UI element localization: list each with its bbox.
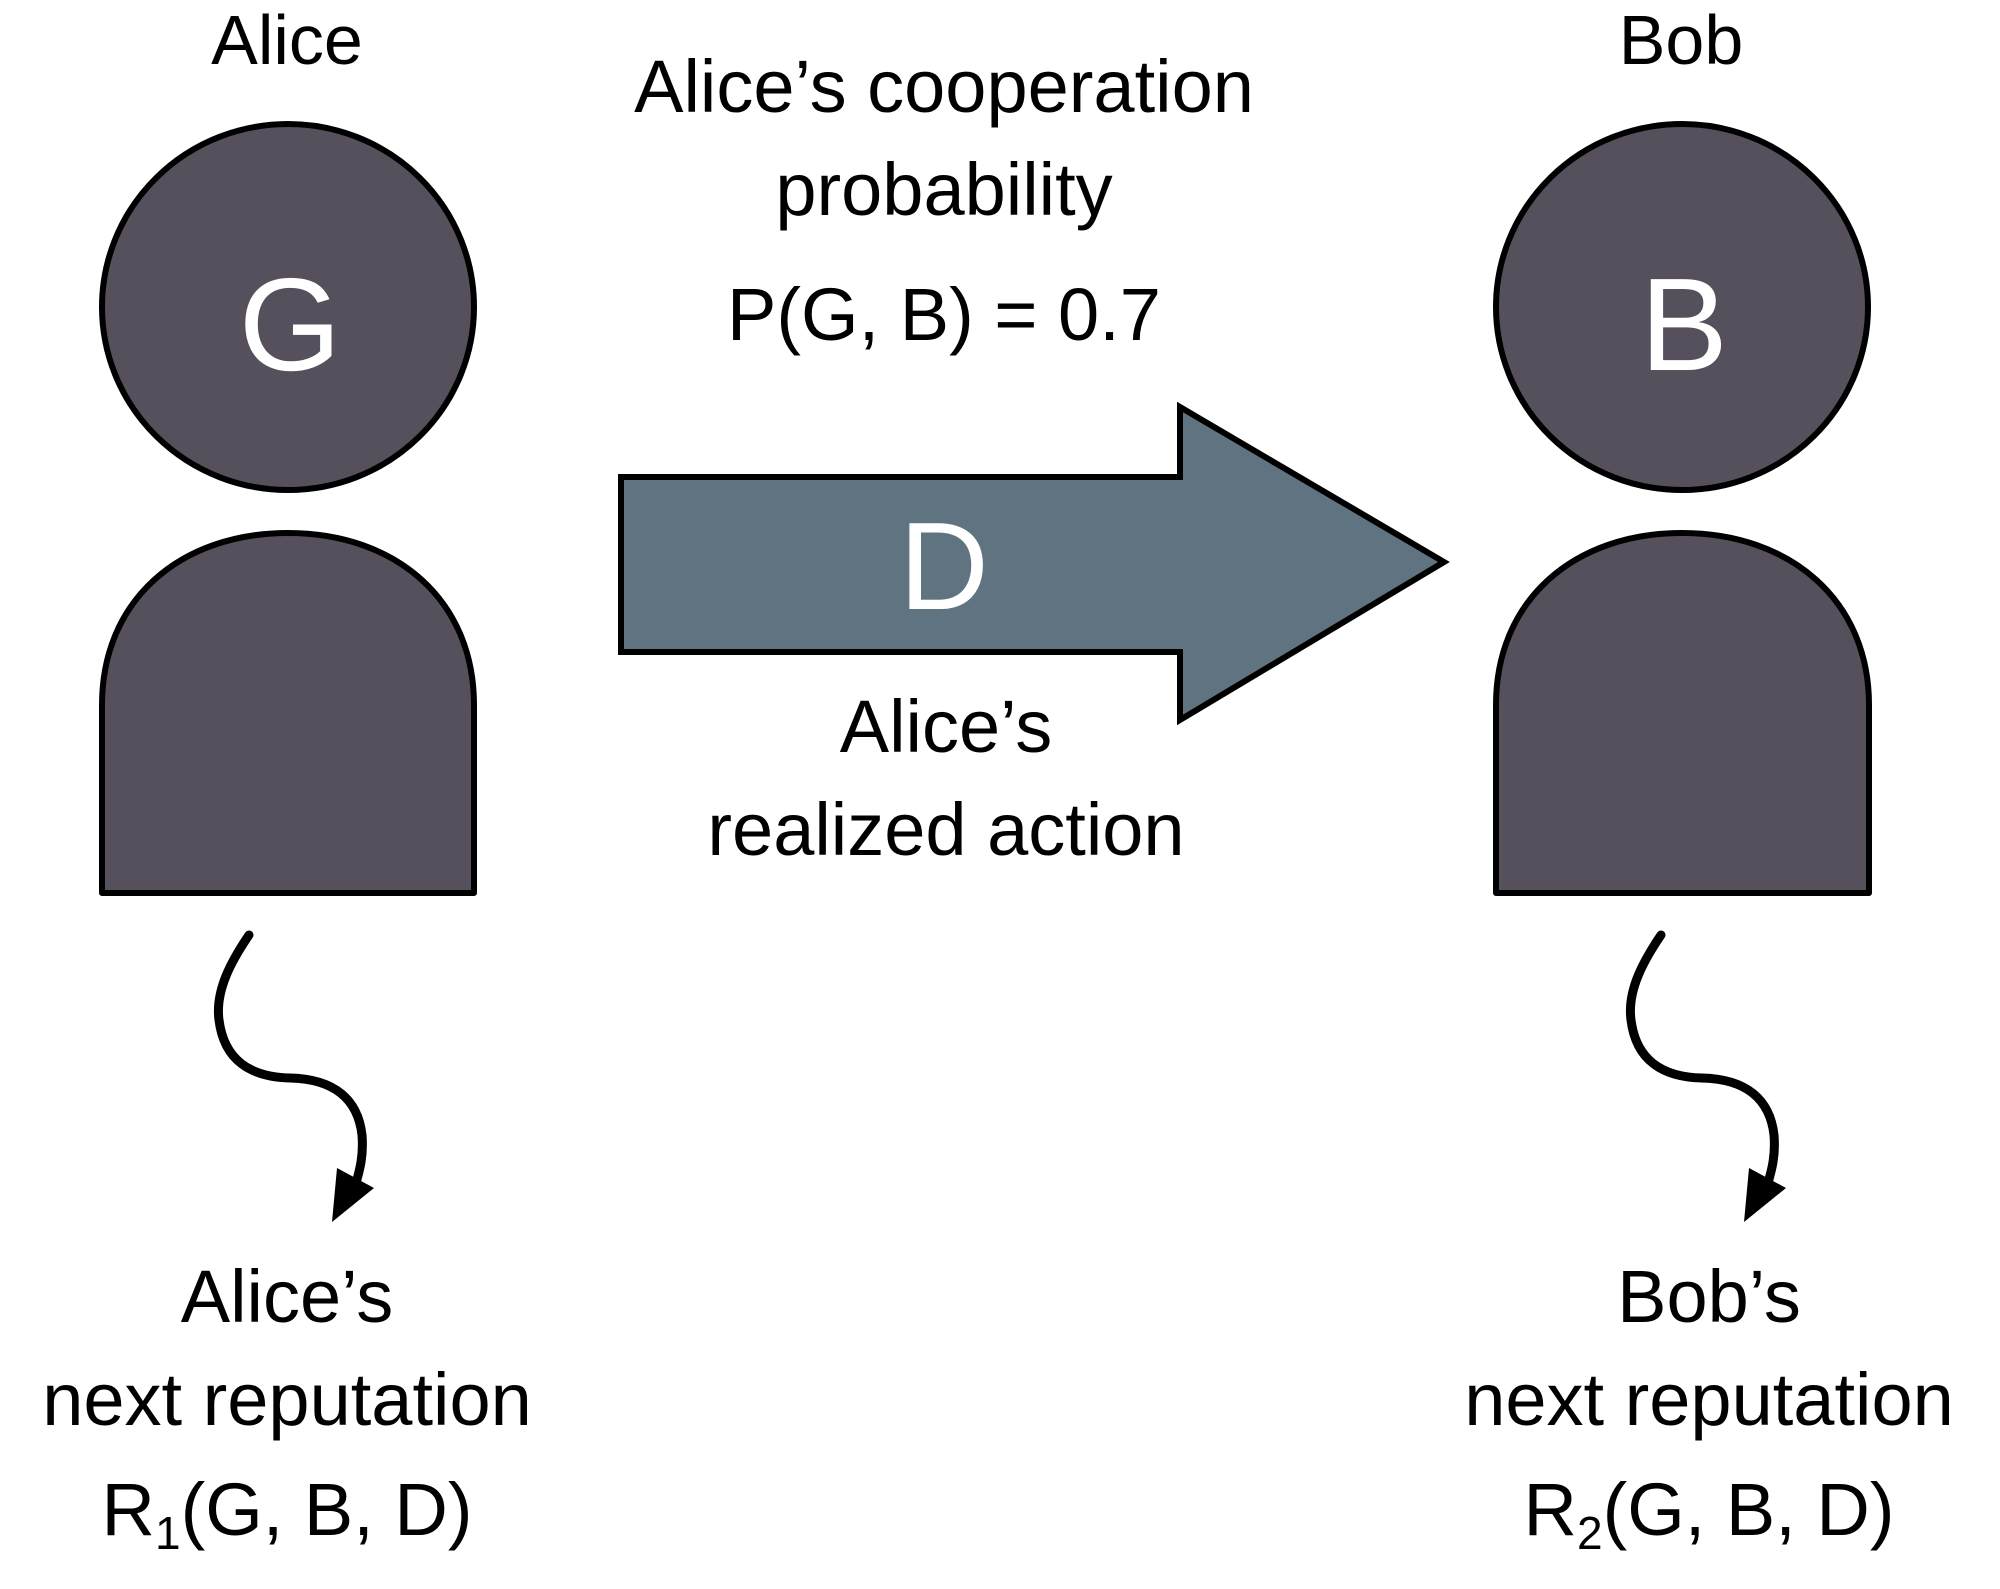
action-symbol: D <box>899 498 989 636</box>
bob-next-reputation: Bob’s next reputation R2(G, B, D) <box>1464 1255 1954 1559</box>
cooperation-label-line-1: Alice’s cooperation <box>634 45 1254 128</box>
bob-squiggle-arrow-line <box>1625 930 1779 1195</box>
formula-func: R <box>1524 1468 1577 1551</box>
bob-next-reputation-line-1: Bob’s <box>1617 1255 1801 1338</box>
bob-head <box>1493 121 1871 493</box>
alice-next-reputation-line-2: next reputation <box>42 1358 532 1441</box>
bob-state-glyph: B <box>1640 251 1728 398</box>
formula-args: (G, B, D) <box>181 1468 473 1551</box>
formula-args: (G, B, D) <box>1603 1468 1895 1551</box>
alice-reputation-formula: R1(G, B, D) <box>102 1468 473 1559</box>
realized-action-label-line-2: realized action <box>707 788 1184 871</box>
cooperation-label-line-2: probability <box>775 148 1112 231</box>
bob-next-reputation-line-2: next reputation <box>1464 1358 1954 1441</box>
cooperation-probability-label: Alice’s cooperation probability P(G, B) … <box>634 45 1254 356</box>
bob-name-label: Bob <box>1619 1 1744 79</box>
bob-figure: Bob B <box>1493 1 1872 896</box>
bob-arrowhead-icon <box>1744 1168 1786 1222</box>
alice-head <box>99 121 477 493</box>
alice-reputation-arrow <box>213 930 374 1222</box>
formula-subscript: 1 <box>155 1507 181 1559</box>
action-arrow: D <box>618 401 1450 726</box>
action-arrow-shape <box>618 401 1450 726</box>
bob-body <box>1493 530 1872 896</box>
bob-reputation-formula: R2(G, B, D) <box>1524 1468 1895 1559</box>
alice-next-reputation-line-1: Alice’s <box>181 1255 394 1338</box>
formula-func: R <box>102 1468 155 1551</box>
bob-reputation-arrow <box>1625 930 1786 1222</box>
realized-action-label: Alice’s realized action <box>707 685 1184 871</box>
alice-name-label: Alice <box>211 1 363 79</box>
alice-next-reputation: Alice’s next reputation R1(G, B, D) <box>42 1255 532 1559</box>
formula-subscript: 2 <box>1577 1507 1603 1559</box>
realized-action-label-line-1: Alice’s <box>840 685 1053 768</box>
alice-state-glyph: G <box>239 251 342 398</box>
cooperation-formula: P(G, B) = 0.7 <box>727 273 1161 356</box>
alice-body <box>99 530 477 896</box>
alice-figure: Alice G <box>99 1 477 896</box>
alice-squiggle-arrow-line <box>213 930 367 1195</box>
alice-arrowhead-icon <box>332 1168 374 1222</box>
